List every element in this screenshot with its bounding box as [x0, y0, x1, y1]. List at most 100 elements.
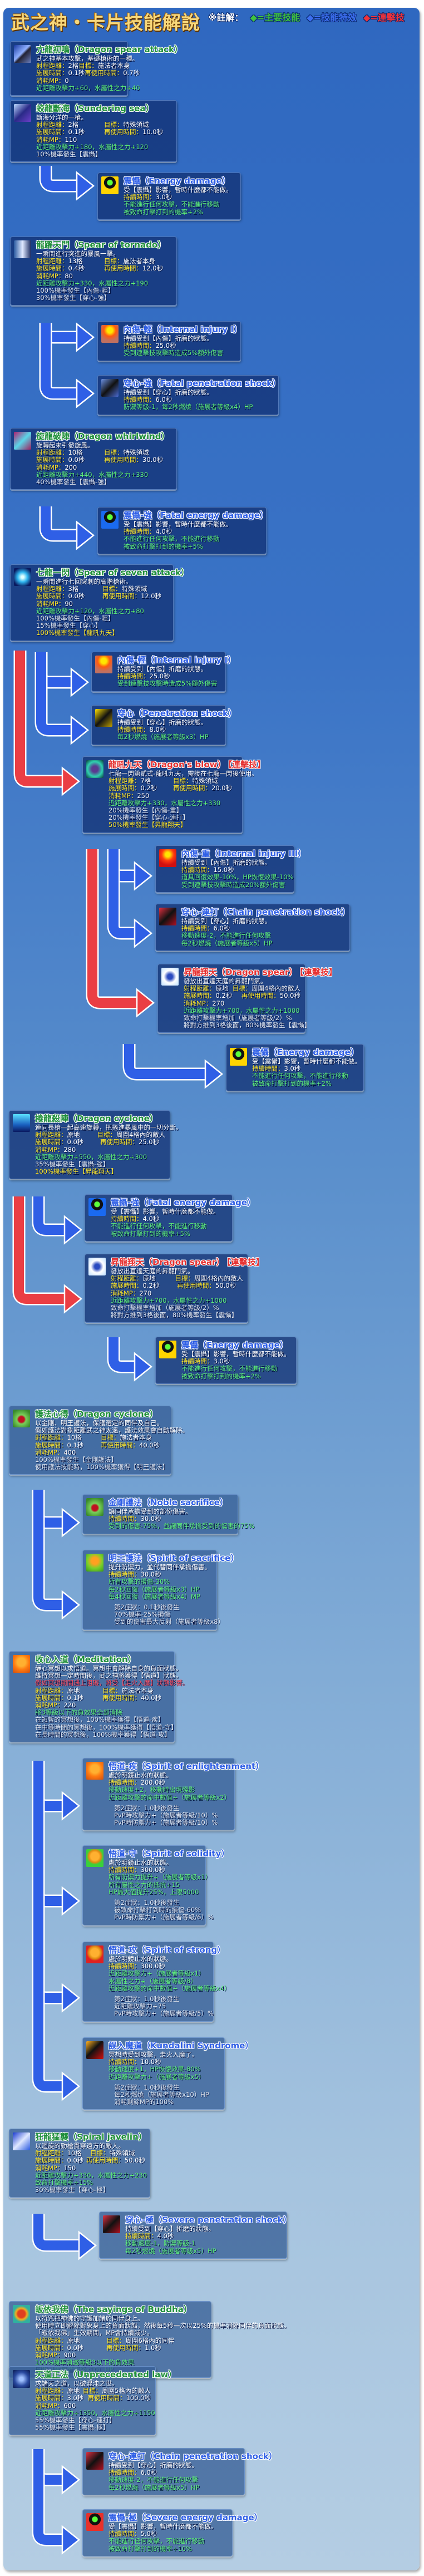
- bonus-line: 近距離攻擊力+120，水屬性之力+80: [36, 607, 144, 615]
- target-value: 特殊領域: [123, 449, 149, 457]
- card-body: 穿心-連打（Chain penetration shock）持續受到【穿心】折磨…: [109, 2451, 277, 2491]
- mp-value: 0: [65, 76, 69, 85]
- cast-stat: 施展時間：3.0秒: [35, 2395, 88, 2402]
- skill-title: 震懾-極（Severe energy damage）: [109, 2512, 263, 2523]
- effect-chance-line: 10%機率發生【震懾】: [36, 150, 102, 159]
- cast-value: 0.2秒: [142, 1282, 160, 1290]
- skill-name: 穿心-連打（Chain penetration shock）: [109, 2451, 277, 2461]
- mp-stat: 消耗MP：250: [109, 792, 238, 800]
- card-body: 震懾（Energy damage）受【震懾】影響，暫時什麼都不能做。持續時間：3…: [181, 1339, 292, 1380]
- range-value: 2格: [68, 62, 79, 70]
- card-body: 震懾（Energy damage）受【震懾】影響，暫時什麼都不能做。持續時間：3…: [252, 1047, 361, 1087]
- mp-label: 消耗MP：: [36, 135, 65, 144]
- cast-stat: 施展時間：0.0秒: [35, 2344, 106, 2352]
- card-body: 金剛護法（Noble sacrifice）讓同伴承擔受到的部份傷害。持續時間：3…: [109, 1497, 254, 1530]
- duration-value: 15.0秒: [213, 866, 234, 874]
- skill-card-effect: 穿心（Penetration shock）持續受到【穿心】折磨的狀態。持續時間：…: [91, 705, 236, 745]
- severe-energy-damage-icon: [86, 2513, 103, 2531]
- duration-value: 3.0秒: [284, 1065, 301, 1073]
- duration-label: 持續時間：: [109, 2530, 141, 2538]
- mp-label: 消耗MP：: [109, 791, 137, 800]
- bonus-line: 近距離攻擊力+700，水屬性之力+1000: [111, 1296, 227, 1304]
- skill-card-effect: 震懾-強（Fatal energy damage）受【震懾】影響，暫時什麼都不能…: [85, 1194, 255, 1242]
- skill-description: 讓同伴承擔受到的部份傷害。: [109, 1508, 192, 1515]
- cooldown-label: 再使用時間：: [241, 992, 280, 1000]
- bonus-line: 所有攻擊的損傷-30%: [109, 1578, 170, 1586]
- arrow-blue: [32, 1196, 83, 1245]
- cooldown-value: 1.0秒: [145, 2343, 161, 2352]
- skill-name: 明王護法（Spirit of sacrifice）: [109, 1553, 239, 1563]
- cooldown-value: 100.0秒: [126, 2394, 151, 2402]
- cooldown-label: 再使用時間：: [173, 784, 211, 792]
- second-symptom-line: 受到的傷害最大反射（施展者等級x8）: [114, 1618, 225, 1626]
- target-value: 周圍5格內的敵人: [102, 2387, 151, 2395]
- skill-title: 護法心得（Dragon cyclone）: [35, 1408, 166, 1420]
- skill-title: 誤入魔道（Kundalini Syndrome）: [109, 2040, 253, 2051]
- card-body: 震懾-強（Fatal energy damage）受【震懾】影響，暫時什麼都不能…: [111, 1197, 255, 1238]
- mp-label: 消耗MP：: [35, 2351, 64, 2360]
- cast-label: 施展時間：: [35, 1441, 67, 1449]
- cast-label: 施展時間：: [35, 1693, 67, 1702]
- duration-stat: 持續時間：25.0秒: [124, 342, 236, 349]
- skill-description: 持續受到【內傷】折磨的狀態。: [181, 859, 271, 866]
- cast-stat: 施展時間：0.2秒: [184, 992, 241, 999]
- stat-row: 射程距離：10格目標：特殊領域: [36, 449, 172, 456]
- target-value: 特殊領域: [121, 585, 147, 593]
- duration-value: 300.0秒: [140, 1866, 165, 1874]
- skill-card-main: 收心入道（Meditation）靜心冥想以求悟道。冥想中會解除自身的負面狀態。維…: [9, 1651, 189, 1743]
- skill-title: 穿心-連打（Chain penetration shock）: [109, 2451, 277, 2462]
- skill-title: 狂龍猛襲（Spiral javelin）: [35, 2131, 147, 2142]
- mp-stat: 消耗MP：0: [36, 77, 123, 85]
- skill-title: 天道正法（Unprecedented law）: [35, 2369, 176, 2380]
- card-body: 皈依我佛（The sayings of Buddha）以符咒把神佛的守護加諸於同…: [35, 2304, 290, 2374]
- sayings-of-buddha-icon: [13, 2305, 30, 2323]
- target-label: 目標：: [101, 1434, 120, 1442]
- duration-label: 持續時間：: [117, 726, 150, 734]
- skill-card-effect: 內傷-重（Internal injury III）持續受到【內傷】折磨的狀態。持…: [155, 845, 306, 893]
- card-body: 悟道-疾（Spirit of enlightenment）處於明鏡止水的狀態。持…: [109, 1761, 264, 1826]
- duration-label: 持續時間：: [109, 1866, 141, 1874]
- duration-label: 持續時間：: [252, 1065, 284, 1073]
- spiral-javelin-icon: [13, 2132, 30, 2150]
- mp-value: 270: [212, 999, 225, 1007]
- range-stat: 射程距離：13格: [36, 258, 104, 265]
- duration-label: 持續時間：: [181, 1357, 214, 1366]
- stat-row: 施展時間：0.2秒再使用時間：50.0秒: [184, 992, 300, 999]
- card-body: 明王護法（Spirit of sacrifice）提升防禦力，並代替同伴承擔傷害…: [109, 1553, 239, 1626]
- target-label: 目標：: [90, 2149, 110, 2158]
- skill-card-effect: 震懾-強（Fatal energy damage）受【震懾】影響，暫時什麼都不能…: [97, 507, 268, 554]
- combo-chance-line: 100%機率發生【昇龍翔天】: [35, 1168, 117, 1176]
- mp-stat: 消耗MP：400: [35, 1449, 166, 1456]
- skill-description: 以符咒把神佛的守護加諸於同伴身上。: [35, 2314, 144, 2322]
- skill-title: 震懾（Energy damage）: [252, 1047, 359, 1058]
- cooldown-value: 0.7秒: [123, 69, 140, 77]
- cooldown-stat: 再使用時間：20.0秒: [173, 785, 238, 792]
- bonus-line: 近距離攻擊力+330，水屬性之力+190: [36, 279, 149, 287]
- skill-title: 穿心-連打（Chain penetration shock）: [181, 907, 350, 918]
- page-title: 武之神・卡片技能解說: [11, 12, 200, 33]
- mp-label: 消耗MP：: [35, 1448, 64, 1456]
- bonus-line: 被致命打擊打到的機率+10%: [109, 2544, 193, 2553]
- duration-label: 持續時間：: [124, 396, 156, 404]
- skill-title: 穿心（Penetration shock）: [117, 708, 236, 719]
- card-body: 昇龍翔天（Dragon spear）【連擊技】發放出直達天庭的昇龍鬥氣。射程距離…: [184, 967, 337, 1029]
- range-value: 10格: [67, 2149, 82, 2158]
- bonus-line: HP最大值提升25%，上限5000: [109, 1888, 199, 1896]
- duration-label: 持續時間：: [181, 924, 214, 933]
- skill-title: 昇龍翔天（Dragon spear）【連擊技】: [111, 1257, 264, 1268]
- skill-description: 斷海分洋的一槍。: [36, 114, 87, 121]
- range-stat: 射程距離：2格: [36, 121, 104, 129]
- cast-value: 0.0秒: [67, 2343, 84, 2352]
- range-stat: 射程距離：原地: [184, 985, 233, 992]
- effect-chance-line: 100%機率發生【內傷-輕】: [36, 287, 115, 295]
- effect-chance-line: 致命打擊機率增加（施展者等級/2）%: [184, 1014, 292, 1022]
- cast-label: 施展時間：: [111, 1282, 143, 1290]
- range-label: 射程距離：: [35, 2149, 67, 2158]
- legend-main-skill: ◆=主要技能: [250, 12, 300, 23]
- target-value: 特殊領域: [109, 2149, 135, 2158]
- mp-stat: 消耗MP：80: [36, 272, 172, 280]
- cooldown-value: 12.0秒: [141, 592, 162, 600]
- mp-value: 270: [139, 1289, 152, 1297]
- skill-name: 穿心-連打（Chain penetration shock）: [181, 907, 350, 917]
- second-symptom-line: 第2症狀：1.0秒後發生: [114, 1995, 180, 2003]
